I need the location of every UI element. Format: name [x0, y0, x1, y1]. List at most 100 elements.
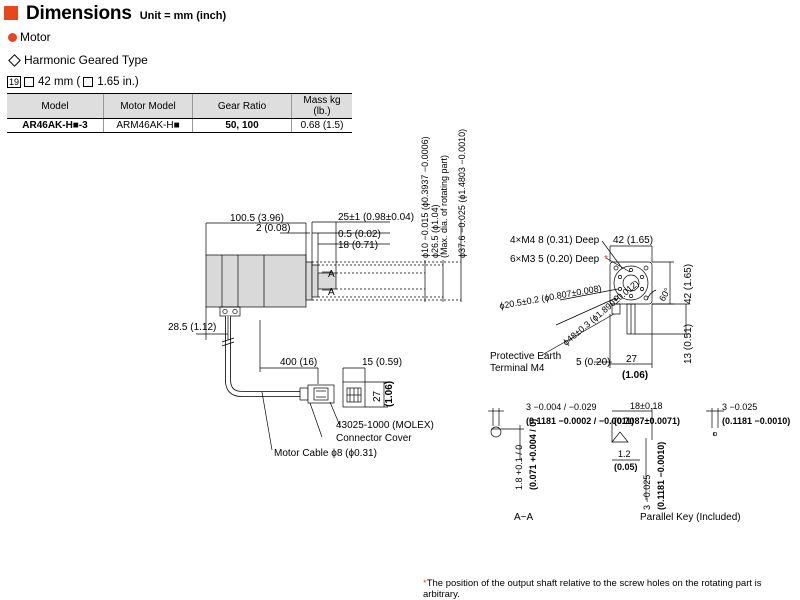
aa-dim-18-in: (0.071 +0.004 / 0) — [528, 419, 538, 490]
parallel-key-label: Parallel Key (Included) — [640, 512, 741, 523]
section-aa — [488, 408, 524, 460]
section-aa-labels: 3 −0.004 / −0.029 (0.1181 −0.0002 / −0.0… — [514, 402, 634, 523]
col-mass: Mass kg (lb.) — [291, 93, 352, 119]
front-view — [541, 240, 690, 368]
leader-line — [605, 257, 631, 273]
cell-motor-model: ARM46AK-H■ — [103, 118, 193, 133]
dim-400: 400 (16) — [280, 357, 317, 368]
col-model: Model — [7, 93, 104, 119]
m3-hole — [629, 268, 633, 272]
dim-phi26: ϕ26.5 (ϕ1.04) — [430, 204, 440, 258]
dim-length: 100.5 (3.96) — [230, 213, 284, 224]
m3-hole — [640, 287, 644, 291]
cell-gear-ratio: 50, 100 — [192, 118, 292, 133]
dim-flange: 2 (0.08) — [256, 223, 290, 234]
leader-line — [329, 401, 341, 427]
key-dim-12-in: (0.05) — [614, 462, 638, 472]
section-mark-a: A — [328, 287, 335, 298]
key-dim-18: 18±0.18 — [630, 401, 662, 411]
footnote-asterisk: * — [423, 578, 427, 589]
mount-hole — [613, 265, 619, 271]
screw-icon — [232, 308, 238, 315]
dim-42-v: 42 (1.65) — [683, 264, 694, 304]
dim-phi37: ϕ37.6 −0.025 (ϕ1.4803 −0.0010) — [457, 129, 467, 258]
side-view-labels: 100.5 (3.96) 2 (0.08) 25±1 (0.98±0.04) 0… — [168, 129, 467, 459]
leader-line — [541, 313, 615, 356]
size-badge: 19 — [7, 76, 22, 88]
type-heading: Harmonic Geared Type — [7, 53, 148, 67]
earth-label-1: Protective Earth — [490, 351, 561, 362]
output-shaft — [317, 272, 337, 290]
dim-15: 15 (0.59) — [362, 357, 402, 368]
angle-arc — [646, 289, 657, 301]
dim-285: 28.5 (1.12) — [168, 322, 216, 333]
leader-line — [601, 240, 623, 269]
leader-line — [555, 297, 617, 326]
m3-hole — [618, 287, 622, 291]
bullet-dot-icon — [8, 32, 17, 42]
size-line: 19 42 mm (1.65 in.) — [7, 76, 139, 88]
dim-phi10: ϕ10 −0.015 (ϕ0.3937 −0.0006) — [420, 136, 430, 258]
mount-hole — [643, 265, 649, 271]
gear-flange — [305, 261, 313, 301]
col-gear-ratio: Gear Ratio — [192, 93, 292, 119]
type-label: Harmonic Geared Type — [24, 53, 148, 67]
m3-hole — [618, 275, 622, 279]
aa-dim-3: 3 −0.004 / −0.029 — [526, 402, 597, 412]
shaft-circle — [622, 274, 640, 292]
leader-line — [261, 391, 273, 451]
leader-line — [559, 288, 619, 301]
size-text: 42 mm ( — [38, 76, 81, 88]
earth-label-2: Terminal M4 — [490, 363, 545, 374]
table-header-row: Model Motor Model Gear Ratio Mass kg (lb… — [7, 93, 352, 119]
m3-hole — [640, 275, 644, 279]
key-dim-3v: 3 −0.025 — [642, 475, 652, 510]
motor-body — [205, 254, 307, 308]
page-title: Dimensions — [26, 3, 132, 24]
m4-label: 4×M4 8 (0.31) Deep — [510, 235, 600, 246]
key-end — [611, 431, 629, 443]
motor-cable-label: Motor Cable ϕ8 (ϕ0.31) — [274, 448, 377, 459]
dim-18: 18 (0.71) — [338, 240, 378, 251]
dim-27v: 27 — [372, 390, 383, 402]
dim-27v-in: (1.06) — [384, 381, 395, 407]
angle-label: 60° — [657, 286, 673, 303]
dim-5: 5 (0.20) — [576, 357, 610, 368]
table-row: AR46AK-H■-3 ARM46AK-H■ 50, 100 0.68 (1.5… — [7, 118, 352, 133]
motor-cable — [225, 316, 300, 397]
key-dim-18-in: (0.7087±0.0071) — [614, 416, 680, 426]
connector-cover-label: Connector Cover — [336, 433, 412, 444]
m3-asterisk: * — [604, 254, 608, 265]
key-dim-12: 1.2 — [618, 449, 631, 459]
motor-cable-inner — [225, 316, 300, 397]
spec-table: Model Motor Model Gear Ratio Mass kg (lb… — [7, 93, 352, 133]
header: Dimensions Unit = mm (inch) — [4, 3, 226, 25]
header-square-icon — [4, 6, 18, 20]
dim-42-h: 42 (1.65) — [613, 235, 653, 246]
square-symbol-icon — [83, 77, 94, 87]
screw-icon — [222, 308, 228, 315]
unit-label: Unit = mm (inch) — [139, 10, 227, 22]
front-view-labels: 4×M4 8 (0.31) Deep 42 (1.65) 6×M3 5 (0.2… — [490, 235, 694, 381]
side-view — [196, 220, 462, 451]
cell-model: AR46AK-H■-3 — [7, 118, 104, 133]
section-mark-a: A — [328, 269, 335, 280]
dim-phi26-note: (Max. dia. of rotating part) — [439, 155, 449, 258]
m3-hole — [629, 294, 633, 298]
connector-label: 43025-1000 (MOLEX) — [336, 420, 434, 431]
dim-27: 27 — [626, 354, 638, 365]
key-dim-3r: 3 −0.025 — [722, 402, 757, 412]
col-motor-model: Motor Model — [103, 93, 193, 119]
dim-05: 0.5 (0.02) — [338, 229, 381, 240]
square-symbol-icon — [24, 77, 35, 87]
mount-hole — [613, 295, 619, 301]
section-aa-label: A−A — [514, 512, 534, 523]
section-label: Motor — [20, 30, 51, 44]
connector-detail — [313, 387, 329, 401]
key-section-mark — [712, 431, 718, 437]
dim-13: 13 (0.51) — [683, 324, 694, 364]
key-dim-3v-in: (0.1181 −0.0010) — [656, 442, 666, 510]
section-motor: Motor — [8, 30, 51, 44]
footnote: *The position of the output shaft relati… — [423, 578, 800, 600]
